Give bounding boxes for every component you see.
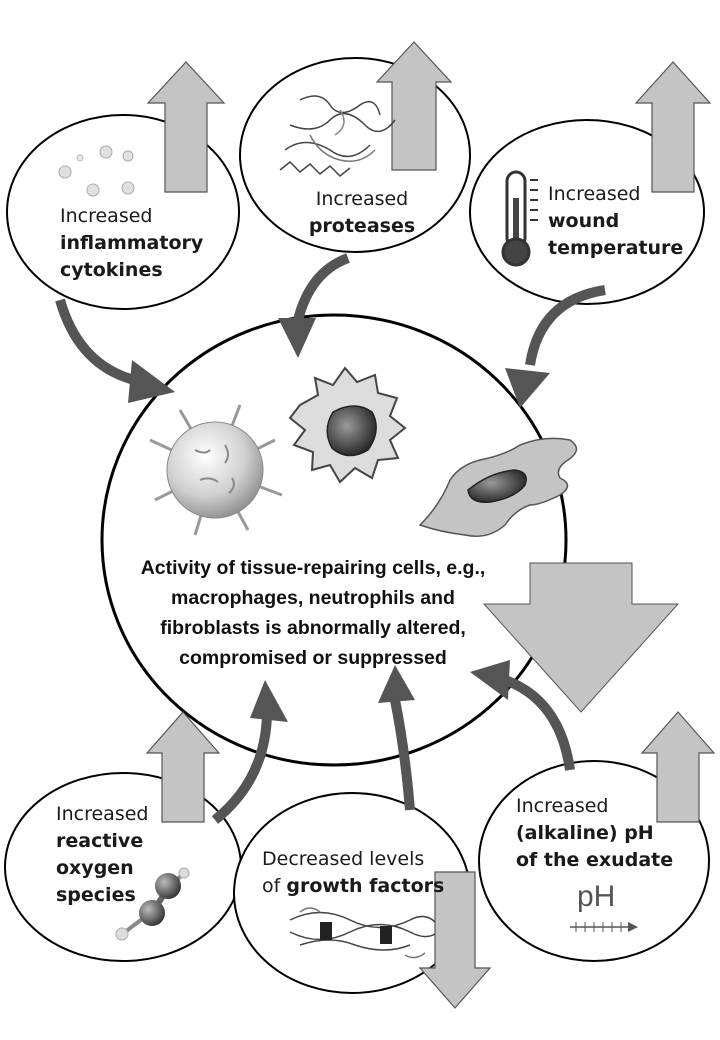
suppression-down-arrow [482,562,680,713]
cytokine-molecules-icon [58,145,135,197]
ph-line1: (alkaline) pH [516,822,654,844]
proteases-label: Increased proteases [307,186,417,240]
ph-ellipse [478,760,710,962]
cytokines-label: Increased inflammatory cytokines [60,203,203,284]
temperature-line2: temperature [548,237,684,259]
ph-prefix: Increased [516,795,609,817]
cytokines-line2: cytokines [60,259,163,281]
growth-line2: of growth factors [262,873,444,900]
temperature-up-arrow [634,61,712,193]
growth-curved-arrow [390,699,415,811]
macrophage-cell [288,366,407,484]
fibroblast-cell [418,437,578,537]
center-description: Activity of tissue-repairing cells, e.g.… [118,553,508,673]
ros-line1: reactive [56,830,144,852]
growth-of-text: of [262,875,287,897]
cytokines-arrowhead [128,360,175,403]
protease-structure-icon [279,95,396,178]
ros-prefix: Increased [56,803,149,825]
ph-symbol: pH [577,880,616,913]
proteases-up-arrow [375,41,453,171]
proteases-curved-arrow [293,253,350,322]
growth-bold-text: growth factors [286,875,445,897]
ros-curved-arrow [211,714,272,824]
cytokines-curved-arrow [55,298,145,387]
thermometer-icon [501,170,538,267]
cytokines-line1: inflammatory [60,232,204,254]
cytokines-prefix: Increased [60,205,153,227]
ph-line2: of the exudate [516,849,674,871]
ros-arrowhead [250,680,288,722]
temperature-label: Increased wound temperature [548,181,683,262]
temperature-line1: wound [548,210,620,232]
cytokines-up-arrow [146,61,226,193]
growth-label: Decreased levels of growth factors [262,846,444,900]
ros-molecule-icon [115,867,190,941]
neutrophil-cell [149,404,283,536]
ros-up-arrow [145,711,221,823]
center-line-4: compromised or suppressed [179,647,447,669]
ph-arrowhead [470,660,510,700]
growth-down-arrow [418,871,492,1009]
ph-label: Increased (alkaline) pH of the exudate [516,793,673,874]
ros-line2: oxygen [56,857,134,879]
temperature-prefix: Increased [548,183,641,205]
center-line-3: fibroblasts is abnormally altered, [160,617,466,639]
ros-label: Increased reactive oxygen species [56,801,148,909]
proteases-prefix: Increased [315,188,409,210]
growth-arrowhead [378,665,415,703]
proteases-line1: proteases [308,215,416,237]
ph-up-arrow [640,711,716,823]
temperature-curved-arrow [525,285,606,366]
growth-factor-structure-icon [289,907,436,959]
ros-line3: species [56,884,136,906]
growth-prefix: Decreased levels [262,848,425,870]
ph-scale-icon [570,922,638,932]
temperature-arrowhead [505,368,550,408]
ph-curved-arrow [503,675,575,771]
center-line-2: macrophages, neutrophils and [171,587,455,609]
proteases-arrowhead [278,318,316,358]
center-line-1: Activity of tissue-repairing cells, e.g.… [140,557,486,579]
